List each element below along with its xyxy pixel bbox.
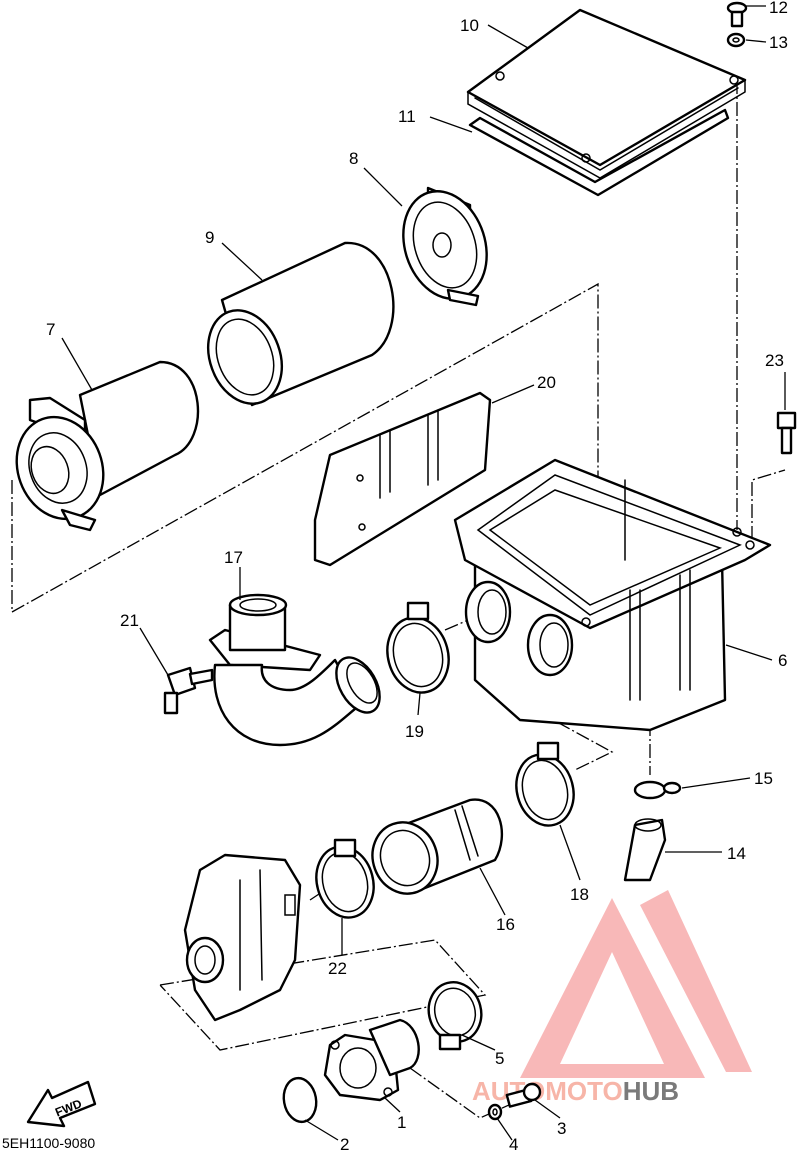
part-11-cover-gasket bbox=[468, 108, 730, 197]
callout-20: 20 bbox=[537, 373, 556, 392]
callout-16: 16 bbox=[496, 915, 515, 934]
part-22-clamp bbox=[315, 838, 375, 919]
part-16-carburetor-joint bbox=[371, 798, 503, 895]
part-9-filter-element bbox=[207, 241, 395, 407]
callout-10: 10 bbox=[460, 16, 479, 35]
watermark-triangle-mark bbox=[520, 898, 705, 1078]
part-23-bolt bbox=[776, 411, 797, 455]
part-8-element-cap bbox=[402, 186, 488, 307]
part-7-element-guide bbox=[15, 360, 200, 532]
callout-17: 17 bbox=[224, 548, 243, 567]
callout-2: 2 bbox=[340, 1135, 349, 1153]
callout-14: 14 bbox=[727, 844, 746, 863]
part-10-airbox-cover bbox=[466, 8, 747, 179]
callout-5: 5 bbox=[495, 1049, 504, 1068]
part-17-intake-joint bbox=[208, 593, 381, 747]
fwd-direction-arrow: FWD bbox=[26, 1080, 97, 1128]
watermark-g-mark bbox=[640, 890, 752, 1072]
part-2-o-ring bbox=[282, 1076, 318, 1124]
callout-22: 22 bbox=[328, 959, 347, 978]
part-14-drain-duct bbox=[623, 818, 667, 882]
part-5-clamp bbox=[427, 981, 483, 1051]
watermark-logo: AUTOMOTOHUB bbox=[472, 890, 752, 1106]
callout-7: 7 bbox=[46, 320, 55, 339]
diagram-code: 5EH1100-9080 bbox=[2, 1135, 95, 1151]
carburetor-body bbox=[183, 853, 302, 1022]
watermark-word-part1: AUTOMOTO bbox=[472, 1076, 623, 1106]
callout-11: 11 bbox=[398, 107, 416, 126]
callout-3: 3 bbox=[557, 1119, 566, 1138]
callout-21: 21 bbox=[120, 611, 139, 630]
part-4-washer bbox=[487, 1103, 503, 1121]
part-19-clamp bbox=[386, 601, 450, 694]
callout-6: 6 bbox=[778, 651, 787, 670]
part-6-air-filter-case bbox=[453, 458, 772, 732]
callout-1: 1 bbox=[397, 1113, 406, 1132]
part-15-drain-plug bbox=[633, 780, 682, 800]
part-3-bolt bbox=[505, 1082, 542, 1108]
callout-18: 18 bbox=[570, 885, 589, 904]
part-12-screw bbox=[726, 1, 748, 28]
part-18-clamp bbox=[515, 741, 575, 827]
callout-8: 8 bbox=[349, 149, 358, 168]
callout-9: 9 bbox=[205, 228, 214, 247]
part-1-intake-manifold bbox=[323, 1018, 420, 1102]
leader-lines bbox=[61, 5, 786, 1141]
callout-15: 15 bbox=[754, 769, 773, 788]
callout-23: 23 bbox=[765, 351, 784, 370]
watermark-word-part2: HUB bbox=[623, 1076, 679, 1106]
callout-12: 12 bbox=[769, 0, 788, 17]
callout-4: 4 bbox=[509, 1135, 518, 1153]
callout-labels: 10 11 12 13 8 9 7 20 23 17 21 19 6 15 14… bbox=[46, 0, 788, 1153]
callout-19: 19 bbox=[405, 722, 424, 741]
part-13-washer bbox=[726, 32, 746, 48]
callout-13: 13 bbox=[769, 33, 788, 52]
part-20-plate bbox=[313, 391, 492, 567]
watermark-text: AUTOMOTOHUB bbox=[472, 1076, 679, 1106]
part-21-fitting bbox=[163, 666, 214, 715]
